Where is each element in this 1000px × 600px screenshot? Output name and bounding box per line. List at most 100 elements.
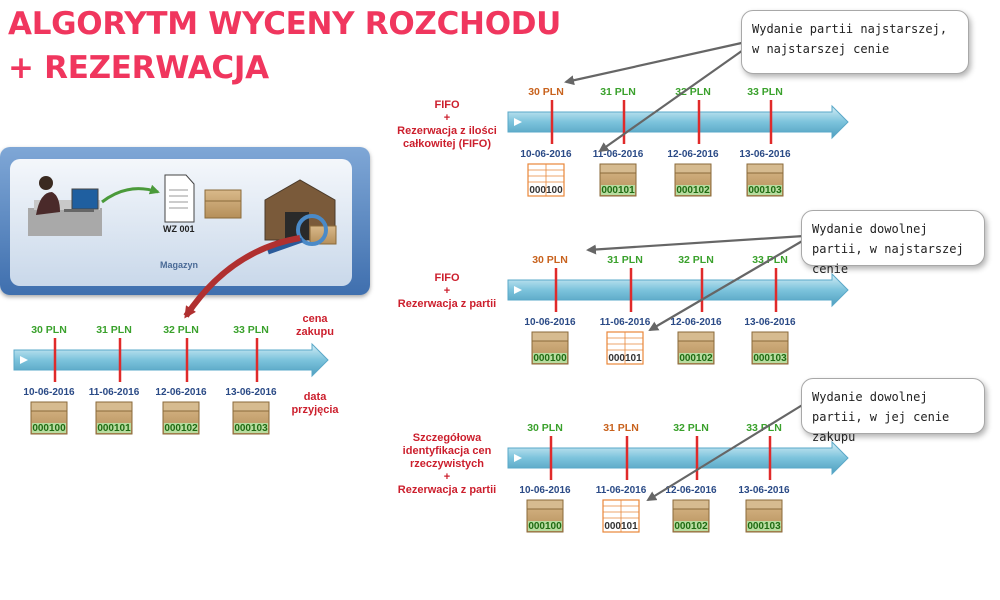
batch-number: 000100	[529, 185, 563, 196]
scenario-1-timeline-arrow	[507, 104, 849, 140]
box-lid	[531, 331, 569, 342]
base-timeline-arrow	[13, 342, 329, 378]
scenario-1-label: FIFO + Rezerwacja z ilości całkowitej (F…	[397, 99, 497, 150]
batch-number: 000101	[608, 353, 642, 364]
scenario-3-date: 13-06-2016	[738, 485, 790, 496]
base-date: 12-06-2016	[155, 387, 207, 398]
batch-number: 000100	[533, 353, 567, 364]
callout-scenario-1: Wydanie partii najstarszej, w najstarsze…	[741, 10, 969, 74]
scenario-3-timeline-arrow	[507, 440, 849, 476]
base-price: 31 PLN	[96, 324, 132, 336]
batch-number: 000101	[97, 423, 131, 434]
scenario-2-batch-box: 000100	[531, 331, 569, 365]
box-lid	[95, 401, 133, 412]
base-price: 33 PLN	[233, 324, 269, 336]
box-lid	[674, 163, 712, 174]
scenario-3-price: 32 PLN	[673, 422, 709, 434]
base-play-icon	[20, 356, 28, 364]
base-batch-box: 000101	[95, 401, 133, 435]
callout-1-batch-pointer	[598, 47, 747, 153]
box-lid	[599, 163, 637, 174]
scenario-1-date: 10-06-2016	[520, 149, 572, 160]
scenario-1-play-icon	[514, 118, 522, 126]
box-lid	[162, 401, 200, 412]
scenario-3-timeline: 30 PLN 10-06-2016 000100 31 PLN 11-06-2016 00…	[507, 422, 849, 533]
scenario-3-price: 31 PLN	[603, 422, 639, 434]
box-label-bg	[748, 185, 782, 195]
scenario-3-label: Szczegółowa identyfikacja cen rzeczywist…	[397, 432, 497, 496]
date-caption: data przyjęcia	[291, 391, 339, 416]
page-title-line2: + REZERWACJA	[8, 50, 269, 86]
scenario-1-price: 32 PLN	[675, 86, 711, 98]
callout-scenario-2: Wydanie dowolnej partii, w najstarszej c…	[801, 210, 985, 276]
base-batch-box: 000103	[232, 401, 270, 435]
batch-number: 000102	[676, 185, 710, 196]
box-lid	[745, 499, 783, 510]
batch-number: 000103	[234, 423, 268, 434]
batch-number: 000102	[674, 521, 708, 532]
scenario-2-date: 13-06-2016	[744, 317, 796, 328]
scenario-1-batch-box: 000103	[746, 163, 784, 197]
box-label-bg	[164, 423, 198, 433]
scenario-1-price: 33 PLN	[747, 86, 783, 98]
scenario-2-price: 30 PLN	[532, 254, 568, 266]
package-icon	[204, 189, 242, 219]
box-label-bg	[674, 521, 708, 531]
box-lid	[30, 401, 68, 412]
base-date: 11-06-2016	[89, 387, 140, 398]
scenario-3-batch-box: 000103	[745, 499, 783, 533]
box-label-bg	[32, 423, 66, 433]
scenario-2-batch-box: 000102	[677, 331, 715, 365]
scenario-2-batch-box: 000101	[606, 331, 644, 365]
batch-number: 000100	[32, 423, 66, 434]
scenario-2-price: 31 PLN	[607, 254, 643, 266]
scenario-1-timeline: 30 PLN 10-06-2016 000100 31 PLN 11-06-2016 00…	[507, 86, 849, 197]
scenario-3-date: 12-06-2016	[665, 485, 717, 496]
scenario-1-price: 31 PLN	[600, 86, 636, 98]
scenario-3-date: 10-06-2016	[519, 485, 571, 496]
box-label-bg	[753, 353, 787, 363]
scenario-2-price: 32 PLN	[678, 254, 714, 266]
scenario-1-price: 30 PLN	[528, 86, 564, 98]
scenario-3-batch-box: 000100	[526, 499, 564, 533]
base-price: 32 PLN	[163, 324, 199, 336]
warehouse-label: Magazyn	[160, 260, 199, 270]
office-worker-icon	[28, 176, 102, 236]
batch-number: 000103	[748, 185, 782, 196]
scenario-1-batch-box: 000102	[674, 163, 712, 197]
batch-number: 000103	[753, 353, 787, 364]
box-label-bg	[234, 423, 268, 433]
callout-3-pointer	[646, 403, 805, 502]
scenario-1-date: 11-06-2016	[593, 149, 644, 160]
batch-number: 000102	[164, 423, 198, 434]
batch-number: 000102	[679, 353, 713, 364]
box-label-bg	[679, 353, 713, 363]
warehouse-to-timeline-arrow	[183, 235, 301, 319]
box-lid	[751, 331, 789, 342]
callout-2-batch-pointer	[648, 239, 805, 332]
box-lid	[677, 331, 715, 342]
scenario-2-label: FIFO + Rezerwacja z partii	[397, 272, 497, 310]
scenario-3-date: 11-06-2016	[596, 485, 647, 496]
scenario-2-date: 10-06-2016	[524, 317, 576, 328]
warehouse-icon	[264, 179, 337, 255]
box-lid	[672, 499, 710, 510]
scenario-3-batch-box: 000102	[672, 499, 710, 533]
document-label: WZ 001	[163, 224, 195, 234]
scenario-1-batch-box: 000101	[599, 163, 637, 197]
box-label-bg	[533, 353, 567, 363]
callout-2-price-pointer	[586, 234, 805, 255]
scenario-3-play-icon	[514, 454, 522, 462]
scenario-1-date: 12-06-2016	[667, 149, 719, 160]
scenario-2-timeline-arrow	[507, 272, 849, 308]
scenario-3-price: 30 PLN	[527, 422, 563, 434]
box-label-bg	[601, 185, 635, 195]
scenario-3-batch-box: 000101	[602, 499, 640, 533]
base-date: 13-06-2016	[225, 387, 277, 398]
scenario-2-batch-box: 000103	[751, 331, 789, 365]
batch-number: 000101	[604, 521, 638, 532]
batch-number: 000101	[601, 185, 635, 196]
callout-scenario-3: Wydanie dowolnej partii, w jej cenie zak…	[801, 378, 985, 444]
page-title-line1: ALGORYTM WYCENY ROZCHODU	[8, 6, 562, 42]
